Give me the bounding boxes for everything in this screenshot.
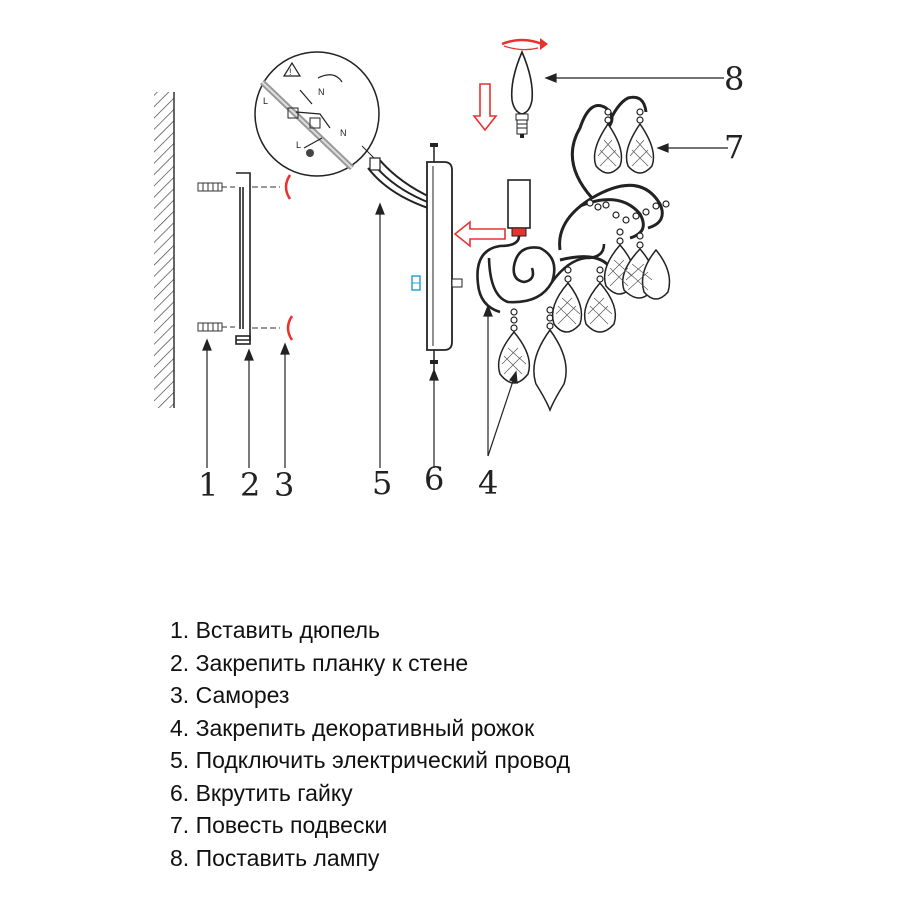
step-6: 6. Вкрутить гайку (170, 779, 353, 806)
wall (154, 92, 175, 408)
step-5: 5. Подключить электрический провод (170, 747, 571, 773)
electrical-wires (367, 157, 433, 209)
wiring-label-l2: L (296, 140, 301, 150)
wiring-label-n2: N (340, 128, 347, 138)
crystal-pendants (497, 122, 671, 413)
attach-arm-arrow (453, 220, 506, 248)
step-3: 3. Саморез (170, 682, 290, 708)
callout-3: 3 (274, 466, 294, 504)
wiring-detail-inset: ! L N L N (254, 51, 380, 177)
canopy-plate (411, 143, 463, 370)
rotate-arrow-icon (501, 38, 548, 51)
callout-2: 2 (240, 466, 260, 504)
callout-4: 4 (478, 464, 498, 502)
decorative-arm (476, 235, 606, 314)
assembly-diagram: ! L N L N (154, 38, 744, 504)
svg-text:!: ! (289, 67, 292, 77)
step-1: 1. Вставить дюпель (170, 617, 381, 643)
step-2: 2. Закрепить планку к стене (170, 649, 469, 676)
bead-chains (510, 108, 670, 332)
mounting-bracket (235, 172, 251, 345)
screw-bottom (252, 315, 294, 341)
wiring-label-n1: N (318, 87, 325, 97)
callout-5: 5 (372, 464, 392, 502)
wall-dowel-bottom (197, 322, 223, 332)
scroll-arms (558, 95, 664, 271)
callout-7: 7 (724, 128, 744, 166)
lamp-socket (507, 179, 531, 237)
wiring-label-l1: L (263, 96, 268, 106)
wall-dowel-top (197, 182, 223, 192)
step-4: 4. Закрепить декоративный рожок (170, 714, 535, 741)
screw-top (252, 174, 292, 200)
candle-bulb (510, 49, 534, 138)
step-7: 7. Повесть подвески (170, 812, 388, 838)
callout-6: 6 (424, 460, 444, 498)
instruction-steps: 1. Вставить дюпель 2. Закрепить планку к… (170, 614, 570, 874)
leader-lines (202, 73, 728, 468)
callout-8: 8 (724, 60, 744, 98)
callout-1: 1 (198, 466, 218, 504)
crystal-facets (501, 139, 653, 375)
insert-arrow-icon (472, 83, 498, 132)
step-8: 8. Поставить лампу (170, 844, 380, 871)
